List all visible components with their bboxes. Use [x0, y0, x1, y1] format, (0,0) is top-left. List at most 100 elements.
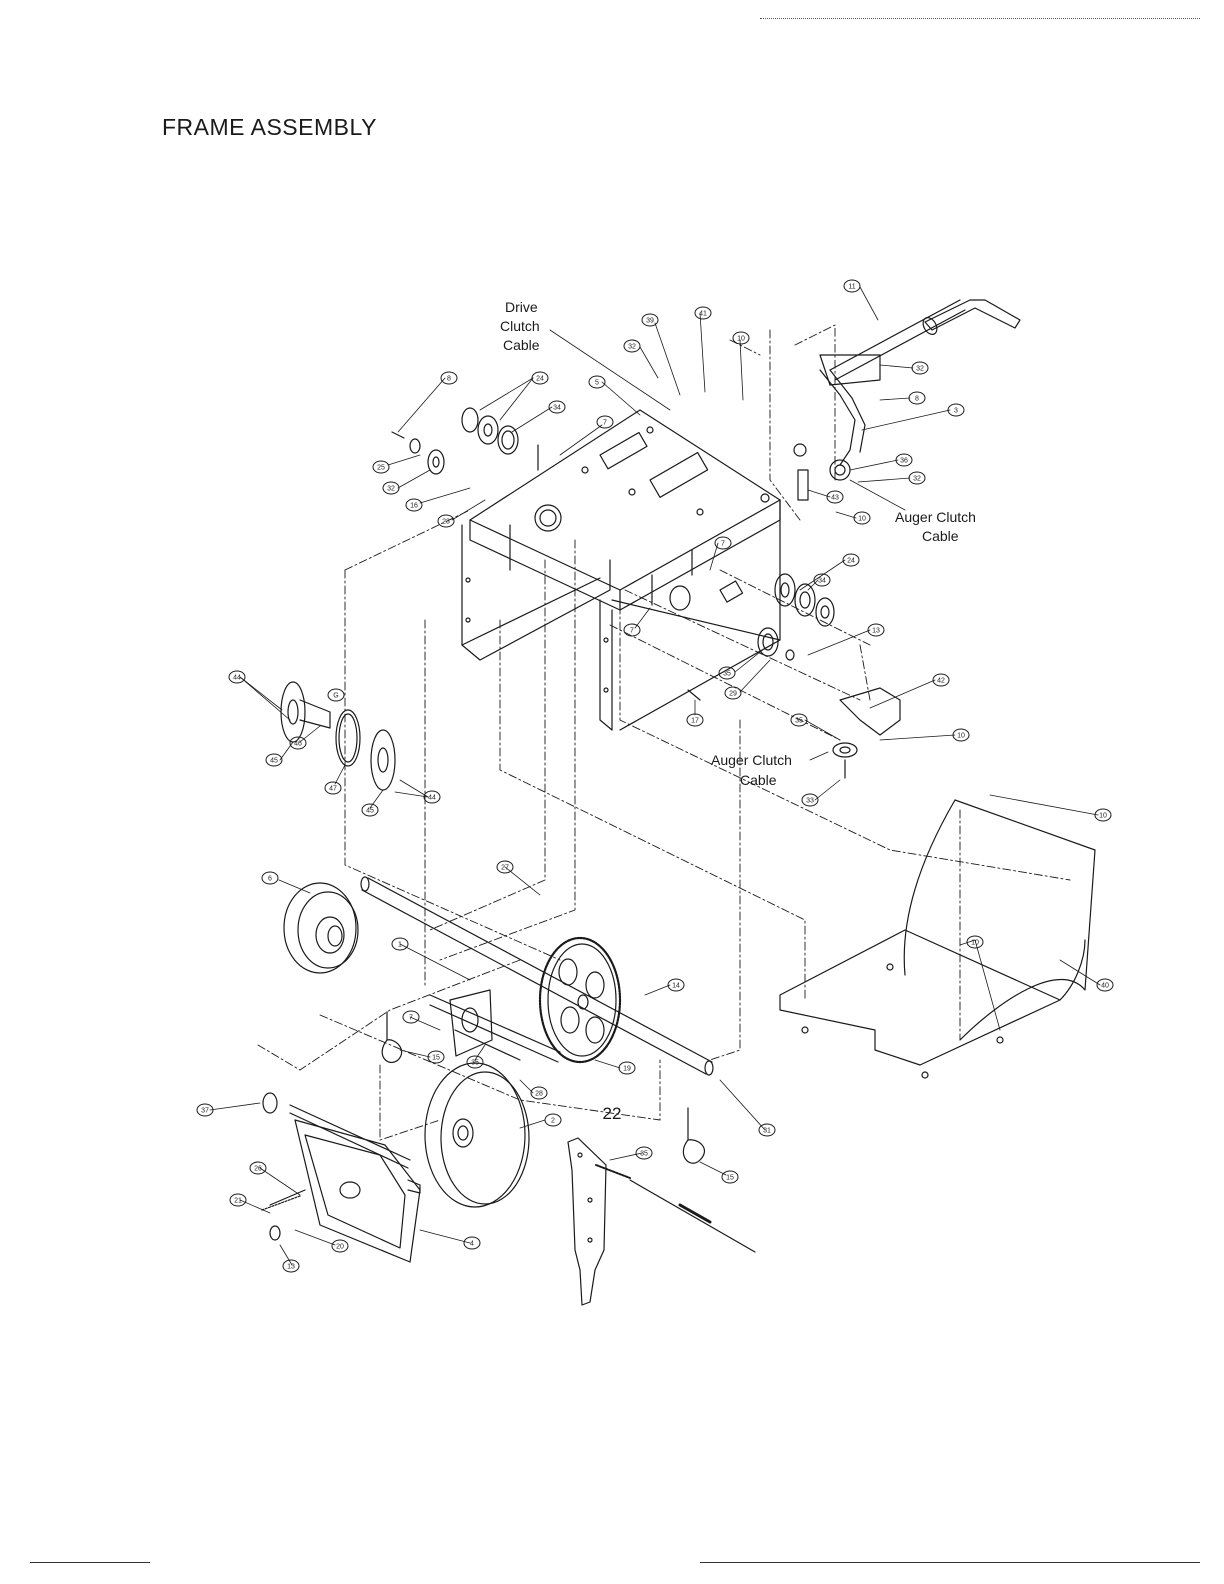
callout-c03: 34	[548, 400, 566, 414]
footer-rule-left	[30, 1562, 150, 1563]
svg-text:39: 39	[646, 318, 654, 325]
top-frame-plate	[469, 409, 781, 611]
callout-c58: 20	[331, 1239, 349, 1253]
assembly-lines	[257, 324, 1071, 1141]
svg-text:4: 4	[470, 1241, 474, 1248]
svg-text:33: 33	[806, 798, 814, 805]
svg-text:Clutch: Clutch	[500, 318, 540, 334]
svg-text:34: 34	[818, 578, 826, 585]
callout-c30: 42	[932, 673, 950, 687]
svg-text:Auger Clutch: Auger Clutch	[711, 752, 792, 768]
svg-text:35: 35	[471, 1060, 479, 1067]
svg-text:45: 45	[366, 808, 374, 815]
svg-text:15: 15	[432, 1055, 440, 1062]
callout-c40: 44	[423, 790, 441, 804]
svg-text:42: 42	[937, 678, 945, 685]
svg-text:32: 32	[628, 344, 636, 351]
svg-text:25: 25	[377, 465, 385, 472]
callout-c56: 26	[249, 1161, 267, 1175]
svg-text:28: 28	[535, 1091, 543, 1098]
callout-c61: 35	[635, 1146, 653, 1160]
callout-c55: 37	[196, 1103, 214, 1117]
drive-pulley	[283, 882, 359, 974]
svg-text:32: 32	[913, 476, 921, 483]
svg-text:36: 36	[900, 458, 908, 465]
svg-text:40: 40	[1101, 983, 1109, 990]
callout-c19: 32	[908, 471, 926, 485]
svg-text:24: 24	[847, 558, 855, 565]
callout-c32: 10	[952, 728, 970, 742]
svg-text:37: 37	[201, 1108, 209, 1115]
callout-c34: 44	[228, 670, 246, 684]
svg-text:7: 7	[630, 628, 634, 635]
shift-handle-assembly	[793, 299, 1021, 501]
svg-text:44: 44	[428, 795, 436, 802]
callout-c59: 13	[282, 1259, 300, 1273]
auger-clutch-cable-label-lower: Auger Clutch Cable	[711, 752, 792, 788]
svg-text:10: 10	[1099, 813, 1107, 820]
callout-c12: 32	[623, 339, 641, 353]
svg-text:8: 8	[447, 376, 451, 383]
callout-c07: 23	[437, 514, 455, 528]
drive-clutch-cable-label: Drive Clutch Cable	[500, 299, 540, 353]
callout-c43: 10	[966, 935, 984, 949]
callout-c16: 8	[908, 391, 926, 405]
callout-c41: 10	[1094, 808, 1112, 822]
svg-text:7: 7	[721, 541, 725, 548]
large-gear	[538, 936, 622, 1064]
svg-text:10: 10	[971, 940, 979, 947]
svg-text:35: 35	[723, 671, 731, 678]
callout-c24: 34	[813, 573, 831, 587]
svg-text:32: 32	[387, 486, 395, 493]
svg-text:35: 35	[795, 718, 803, 725]
auger-bearing-assembly-left	[280, 681, 396, 791]
svg-text:3: 3	[954, 408, 958, 415]
callout-c17: 3	[947, 403, 965, 417]
callout-c60: 4	[463, 1236, 481, 1250]
callout-c15: 32	[911, 361, 929, 375]
axle-shaft	[360, 876, 714, 1076]
svg-text:Cable: Cable	[740, 772, 777, 788]
svg-text:46: 46	[294, 741, 302, 748]
callout-c53: 2	[544, 1113, 562, 1127]
svg-text:8: 8	[915, 396, 919, 403]
callout-c44: 6	[261, 871, 279, 885]
callout-c42: 40	[1096, 978, 1114, 992]
callout-c18: 36	[895, 453, 913, 467]
svg-text:47: 47	[329, 786, 337, 793]
svg-text:21: 21	[234, 1198, 242, 1205]
svg-text:35: 35	[640, 1151, 648, 1158]
svg-text:15: 15	[726, 1175, 734, 1182]
hairpin-clips	[381, 1011, 706, 1164]
upper-left-hardware	[391, 407, 693, 606]
callout-c45: 27	[496, 860, 514, 874]
svg-text:34: 34	[553, 405, 561, 412]
callout-c46: 1	[391, 937, 409, 951]
svg-text:G: G	[333, 693, 338, 700]
callout-c22: 7	[714, 536, 732, 550]
callout-c31: 35	[790, 713, 808, 727]
callout-c09: 7	[596, 415, 614, 429]
svg-text:32: 32	[916, 366, 924, 373]
auger-clutch-cable-label-upper: Auger Clutch Cable	[895, 509, 976, 544]
svg-text:17: 17	[691, 718, 699, 725]
gear-shaft-bearing	[429, 989, 561, 1063]
svg-text:29: 29	[729, 691, 737, 698]
callout-c37: 46	[289, 736, 307, 750]
svg-text:7: 7	[603, 420, 607, 427]
svg-text:6: 6	[268, 876, 272, 883]
callout-c20: 10	[853, 511, 871, 525]
page-title: FRAME ASSEMBLY	[162, 114, 377, 140]
callout-c52: 28	[530, 1086, 548, 1100]
footer-rule-right	[700, 1562, 1200, 1563]
callout-c23: 24	[842, 553, 860, 567]
svg-text:Auger Clutch: Auger Clutch	[895, 509, 976, 525]
left-side-wall	[461, 524, 613, 731]
callout-c57: 21	[229, 1193, 247, 1207]
callout-c27: 35	[718, 666, 736, 680]
svg-text:27: 27	[501, 865, 509, 872]
svg-text:Drive: Drive	[505, 299, 538, 315]
callout-c38: 47	[324, 781, 342, 795]
callout-c06: 16	[405, 498, 423, 512]
callout-c39: 45	[361, 803, 379, 817]
